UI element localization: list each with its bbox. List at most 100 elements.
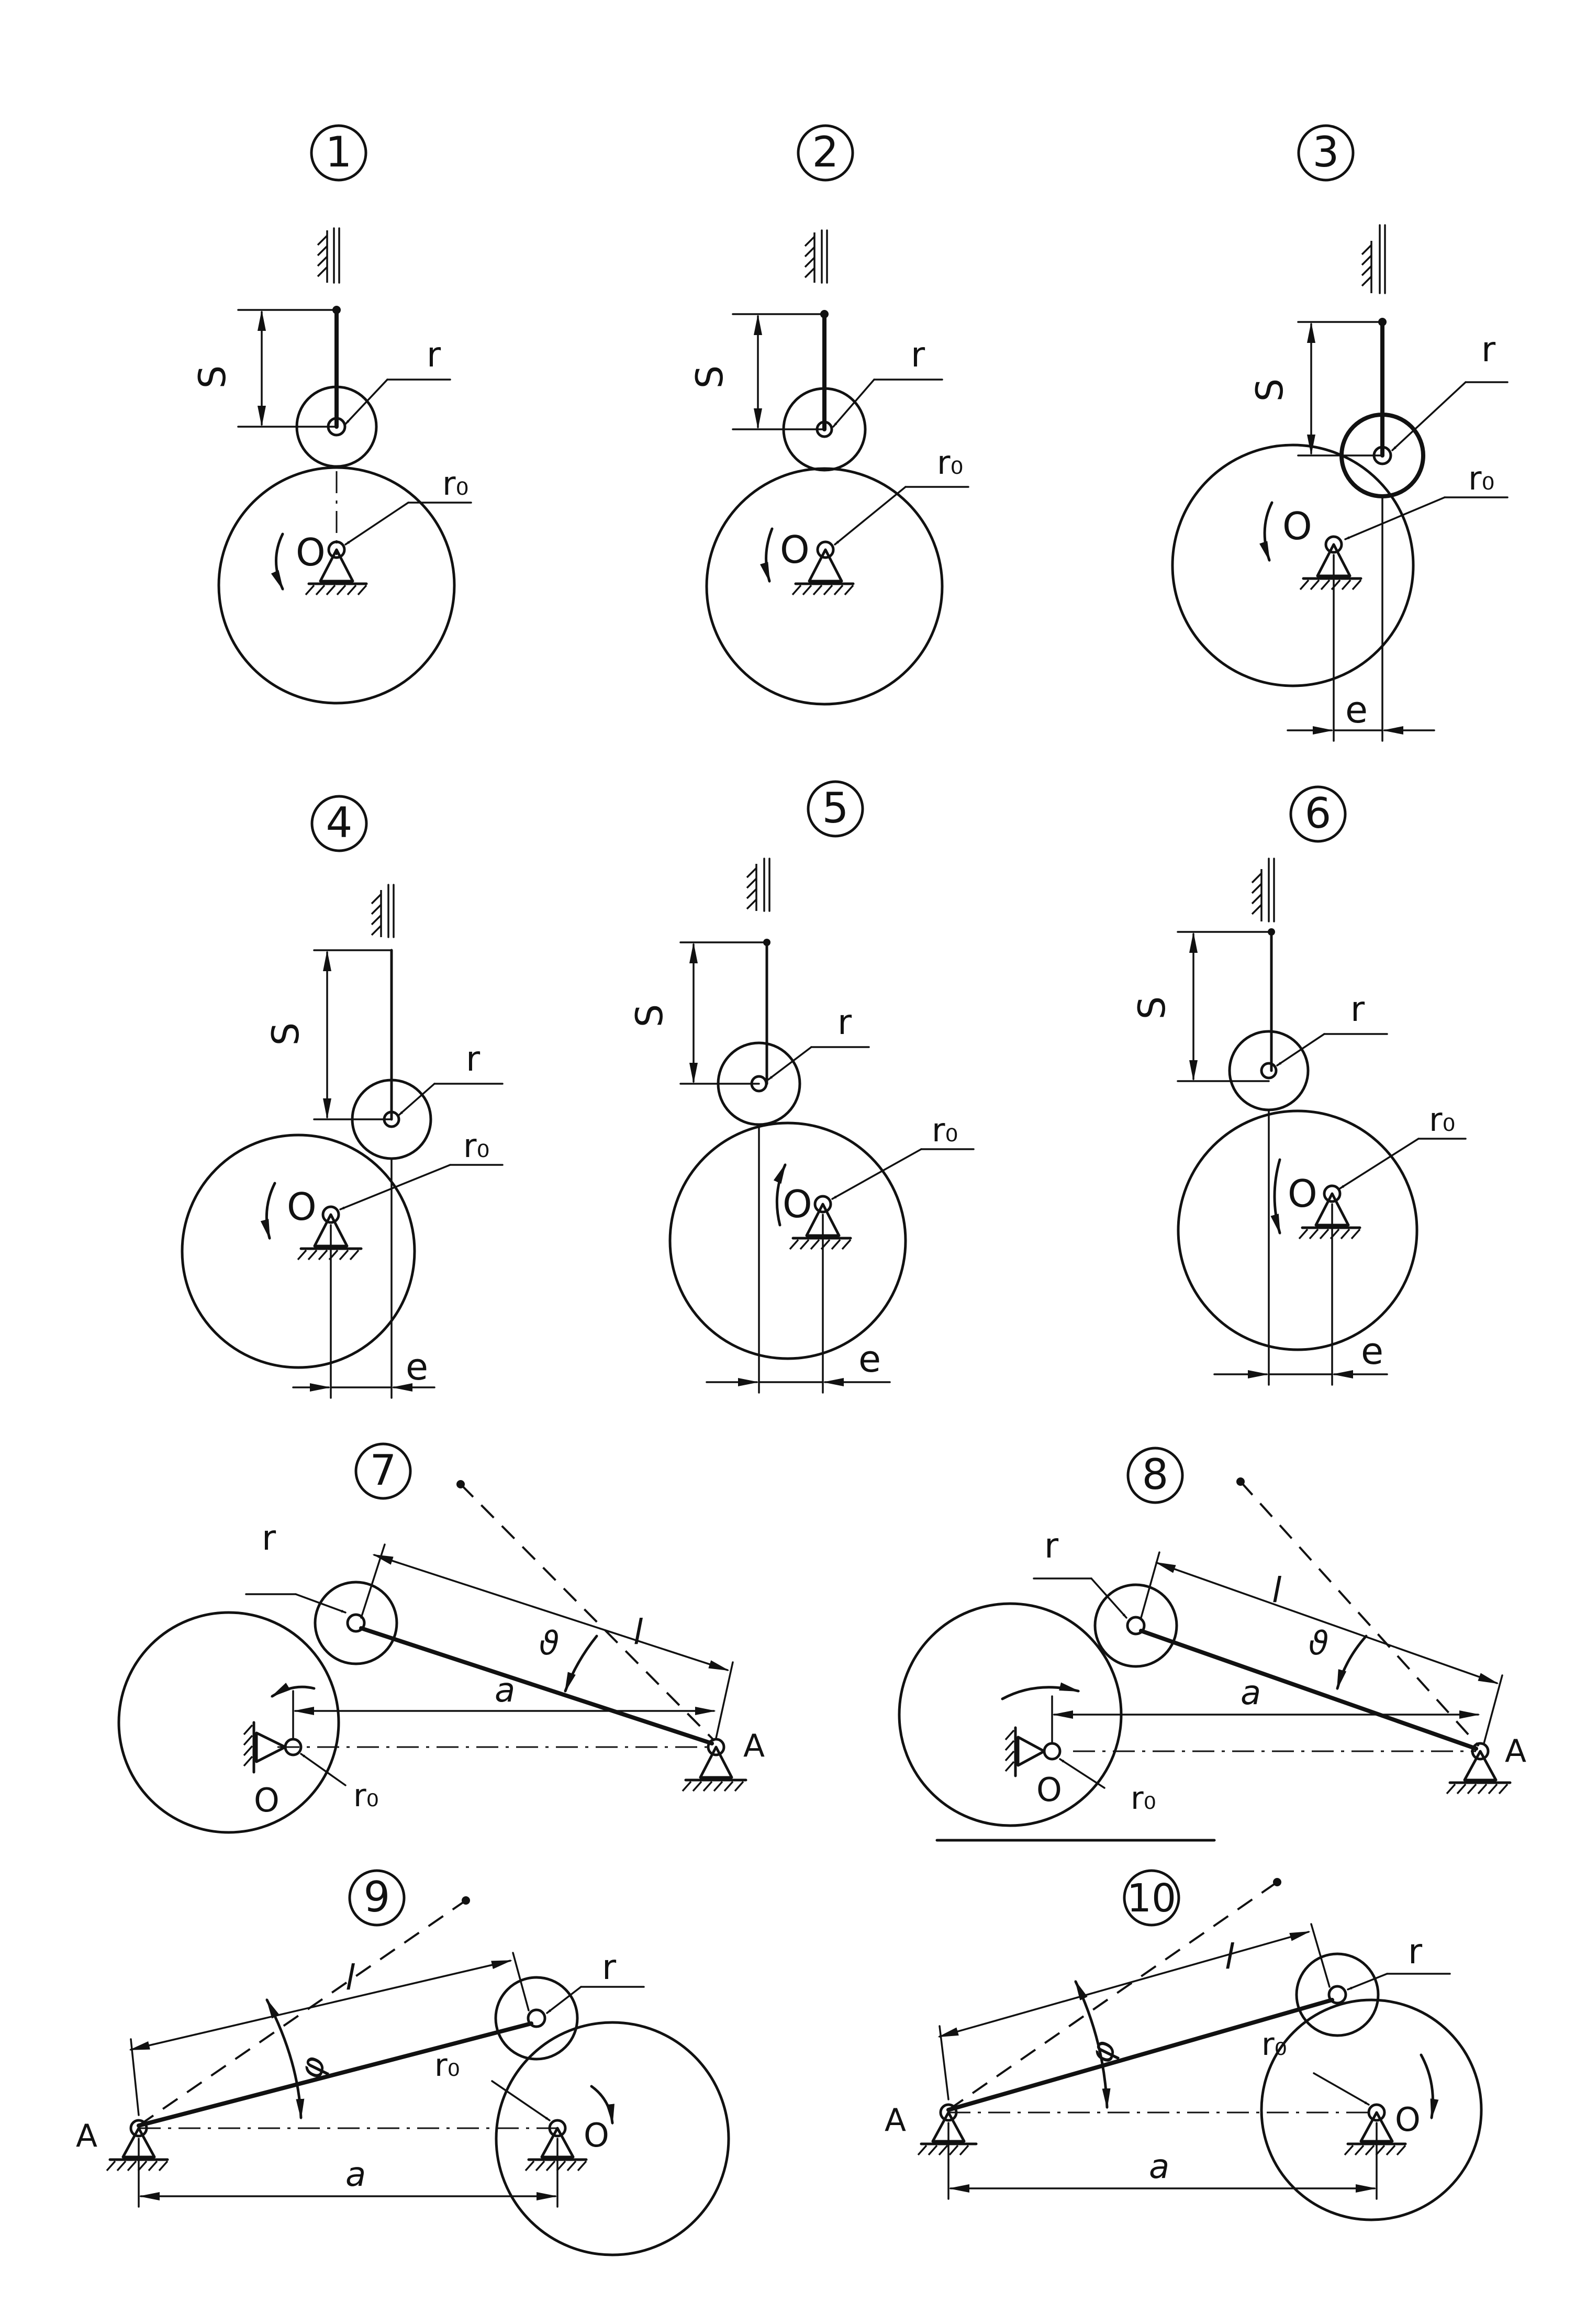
roller-radius-label: r [911, 335, 925, 375]
roller-radius-leader [546, 1986, 582, 2014]
roller-circle [1228, 1030, 1310, 1111]
roller-radius-leader [344, 379, 388, 425]
roller-pin [1260, 1062, 1278, 1080]
center-distance-dimension [1051, 1695, 1480, 1744]
center-distance-label: a [1149, 2148, 1169, 2186]
roller-radius-leader [1276, 1033, 1325, 1066]
cam-profile-circle [117, 1611, 340, 1834]
rotation-arrow-icon [773, 1163, 787, 1227]
figure-number-circle [1126, 1447, 1184, 1504]
roller-circle [1295, 1952, 1380, 2037]
rocker-arm [359, 1626, 714, 1745]
eccentricity-label: e [1361, 1330, 1383, 1373]
figure-number-circle [1297, 124, 1355, 182]
follower-guide [1361, 224, 1386, 294]
arm-length-dimension [360, 1543, 734, 1739]
rocker-pivot-label: A [76, 2118, 97, 2154]
base-radius-leader [834, 486, 907, 546]
roller-pin [1327, 1985, 1347, 2005]
swing-angle-label: ϑ [539, 1624, 559, 1662]
figure-number: 10 [1127, 1876, 1176, 1921]
figure-3: 3 O S r r₀ [1171, 124, 1509, 742]
stroke-dimension [237, 309, 338, 428]
figure-number-circle [1289, 785, 1347, 843]
roller-radius-label: r [466, 1039, 481, 1079]
cam-pivot-support [243, 1721, 303, 1774]
figure-number-circle [797, 124, 854, 182]
cam-pivot-support [305, 540, 368, 596]
figure-number-circle [310, 795, 368, 852]
stroke-dimension [1177, 931, 1272, 1082]
rocker-extreme-position [138, 1899, 467, 2127]
cam-center-label: O [584, 2116, 609, 2154]
base-radius-leader [1059, 1758, 1105, 1789]
eccentricity-dimension [1287, 496, 1435, 742]
cam-profile-circle [217, 466, 456, 705]
rocker-pivot-support [106, 2119, 169, 2172]
cam-profile-circle [1171, 443, 1415, 687]
base-radius-leader [831, 1148, 922, 1200]
base-radius-leader [339, 1164, 451, 1210]
cam-center-label: O [1282, 504, 1312, 548]
follower-guide [1251, 858, 1275, 922]
arm-length-label: l [1225, 1937, 1235, 1977]
base-radius-label: r₀ [937, 443, 963, 482]
roller-radius-leader [1391, 381, 1467, 451]
stroke-dimension [732, 313, 825, 430]
base-radius-label: r₀ [1468, 459, 1494, 497]
rotation-arrow-icon [1259, 501, 1274, 562]
figure-number: 2 [812, 128, 839, 176]
stroke-dimension [1297, 321, 1383, 457]
figure-4: 4 O S r r₀ [181, 795, 504, 1399]
swing-angle-arc [265, 1998, 305, 2120]
arm-length-dimension [937, 1923, 1331, 2100]
base-radius-leader [300, 1753, 347, 1786]
rotation-arrow-icon [1001, 1682, 1080, 1700]
figure-6: 6 O S r r₀ [1131, 785, 1467, 1386]
roller-radius-label: r [427, 335, 441, 375]
figure-number-circle [310, 124, 367, 182]
arm-length-label: l [633, 1612, 643, 1652]
base-radius-label: r₀ [1261, 2026, 1287, 2063]
cam-profile-circle [705, 467, 944, 706]
base-radius-label: r₀ [1429, 1100, 1455, 1139]
base-radius-label: r₀ [434, 2047, 460, 2084]
roller-pin [346, 1613, 366, 1633]
center-distance-label: a [345, 2155, 366, 2194]
figure-5: 5 O S r r₀ [628, 780, 975, 1394]
figure-number: 4 [326, 798, 353, 847]
rotation-arrow-icon [760, 527, 774, 583]
roller-radius-leader [1090, 1577, 1127, 1619]
figure-number: 3 [1313, 128, 1339, 176]
rocker-pivot-support [682, 1738, 747, 1792]
figure-number: 6 [1305, 789, 1332, 838]
figure-number-circle [354, 1442, 412, 1500]
cam-profile-circle [181, 1133, 416, 1369]
rotation-arrow-icon [270, 1683, 316, 1698]
roller-radius-leader [1347, 1973, 1388, 1991]
base-radius-leader [344, 502, 409, 546]
base-radius-label: r₀ [353, 1777, 379, 1814]
eccentricity-dimension [292, 1159, 435, 1399]
follower-guide [317, 227, 340, 284]
base-radius-label: r₀ [1131, 1780, 1156, 1817]
roller-radius-leader [832, 379, 875, 428]
cam-center-label: O [254, 1781, 280, 1819]
arm-length-dimension [1140, 1551, 1503, 1744]
eccentricity-dimension [1213, 1109, 1388, 1386]
roller-circle [314, 1581, 398, 1665]
roller-pin [1126, 1616, 1146, 1636]
figure-number: 9 [364, 1873, 390, 1921]
center-distance-label: a [1241, 1674, 1261, 1713]
rocker-extreme-point [462, 1896, 470, 1905]
base-radius-label: r₀ [442, 464, 468, 503]
eccentricity-label: e [1345, 688, 1368, 731]
roller-radius-label: r [1044, 1526, 1059, 1566]
rotation-arrow-icon [271, 532, 284, 591]
center-distance-dimension [947, 2122, 1378, 2200]
rocker-pivot-label: A [885, 2102, 906, 2139]
figure-number: 7 [370, 1446, 397, 1495]
swing-angle-label: ϑ [1309, 1624, 1328, 1662]
stroke-label: S [688, 365, 731, 388]
